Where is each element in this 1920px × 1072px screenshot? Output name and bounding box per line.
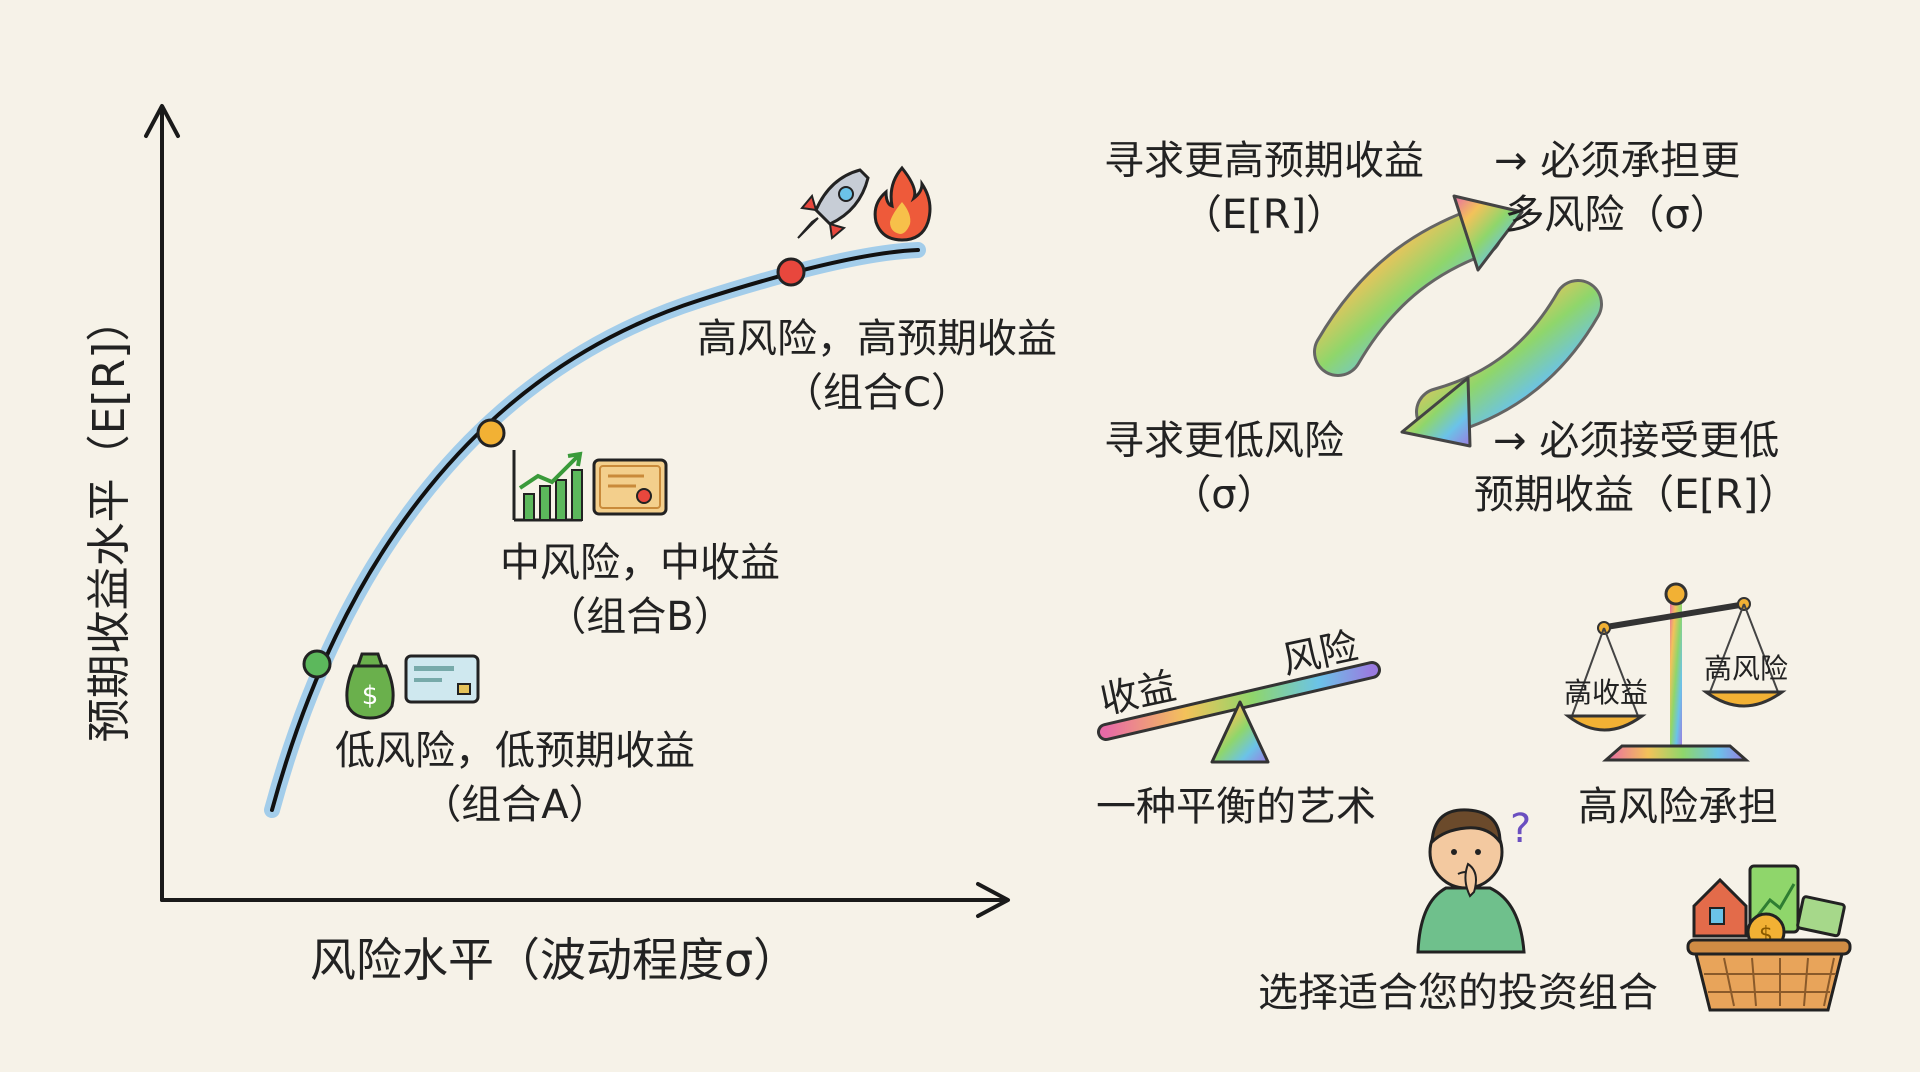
credit-card-icon (404, 654, 480, 704)
thinking-person-icon: ? (1416, 806, 1531, 954)
portfolio-a-label: 低风险，低预期收益 （组合A） (335, 724, 695, 832)
tradeoff-top-right-line2: 多风险（σ） (1504, 192, 1730, 238)
svg-text:$: $ (362, 681, 379, 711)
tradeoff-bottom-right-line1: → 必须接受更低 (1493, 418, 1780, 464)
portfolio-c-line1: 高风险，高预期收益 (697, 316, 1057, 362)
y-axis-label: 预期收益水平（E[R]） (84, 297, 135, 743)
arrow-down-left (1400, 279, 1603, 448)
money-bag-icon: $ (345, 652, 395, 720)
rocket-icon (797, 168, 870, 240)
portfolio-b-line2: （组合B） (546, 594, 734, 640)
balance-scale-icon (1563, 582, 1787, 762)
tradeoff-bottom-left: 寻求更低风险 （σ） (1104, 414, 1344, 522)
certificate-icon (592, 458, 668, 516)
tradeoff-bottom-right-line2: 预期收益（E[R]） (1474, 472, 1799, 518)
tradeoff-bottom-left-line2: （σ） (1171, 472, 1277, 518)
tradeoff-bottom-right: → 必须接受更低 预期收益（E[R]） (1474, 414, 1798, 522)
tradeoff-top-left-line1: 寻求更高预期收益 (1104, 138, 1424, 184)
x-axis-label: 风险水平（波动程度σ） (310, 933, 800, 987)
y-axis (144, 104, 180, 902)
scale-right-label: 高风险 (1704, 652, 1789, 685)
svg-text:?: ? (1510, 806, 1531, 852)
portfolio-a-line2: （组合A） (421, 782, 609, 828)
tradeoff-top-left-line2: （E[R]） (1181, 192, 1347, 238)
tradeoff-top-left: 寻求更高预期收益 （E[R]） (1104, 134, 1424, 242)
risk-return-curve (264, 242, 926, 818)
fire-icon (873, 165, 932, 242)
asset-basket-icon: $ (1686, 864, 1852, 1012)
portfolio-a-line1: 低风险，低预期收益 (335, 728, 695, 774)
portfolio-b-point (476, 418, 506, 448)
portfolio-b-label: 中风险，中收益 （组合B） (500, 536, 780, 644)
tradeoff-top-right-line1: → 必须承担更 (1494, 138, 1741, 184)
arrow-up-right (1313, 194, 1524, 377)
choice-caption: 选择适合您的投资组合 (1258, 970, 1658, 1016)
portfolio-b-line1: 中风险，中收益 (500, 540, 780, 586)
portfolio-a-point (302, 649, 332, 679)
portfolio-c-point (776, 257, 806, 287)
tradeoff-top-right: → 必须承担更 多风险（σ） (1494, 134, 1740, 242)
growth-chart-icon (512, 450, 583, 522)
portfolio-c-label: 高风险，高预期收益 （组合C） (697, 312, 1057, 420)
scale-caption: 高风险承担 (1578, 784, 1778, 830)
portfolio-c-line2: （组合C） (783, 370, 971, 416)
x-axis (160, 882, 1010, 918)
seesaw-icon (1097, 661, 1381, 764)
seesaw-caption: 一种平衡的艺术 (1096, 784, 1376, 830)
tradeoff-bottom-left-line1: 寻求更低风险 (1104, 418, 1344, 464)
scale-left-label: 高收益 (1564, 676, 1649, 709)
